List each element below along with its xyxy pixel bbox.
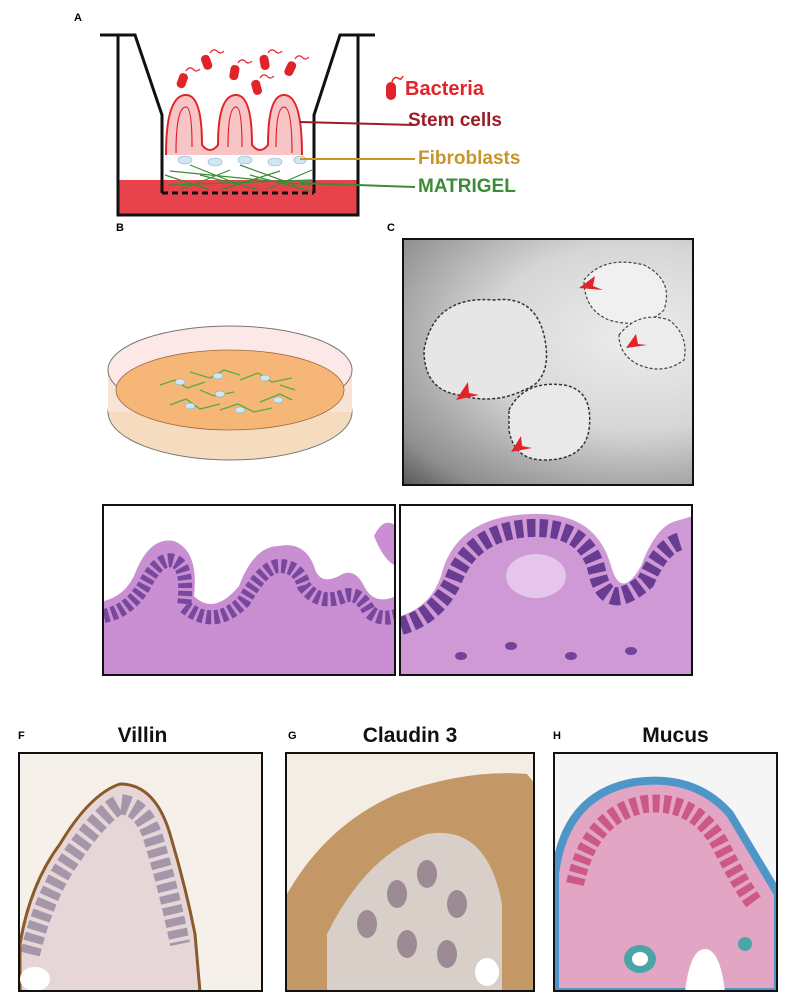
fibroblast-layer xyxy=(177,155,307,167)
insert-wall-right xyxy=(312,33,375,193)
villin-micrograph xyxy=(18,752,263,992)
red-arrows xyxy=(456,276,647,452)
claudin-micrograph xyxy=(285,752,535,992)
bacteria-flagella xyxy=(185,49,310,79)
panel-letter-b: B xyxy=(116,222,124,234)
he-tissue-e xyxy=(401,513,691,674)
panel-letter-a: A xyxy=(74,12,82,24)
culture-medium xyxy=(118,180,358,215)
stem-cell-villi xyxy=(165,93,303,156)
title-mucus: Mucus xyxy=(642,724,709,747)
insert-wall-left xyxy=(100,33,164,193)
label-matrigel: MATRIGEL xyxy=(418,176,516,197)
mucus-tissue xyxy=(555,776,776,990)
label-bacteria: Bacteria xyxy=(405,78,484,100)
he-micrograph-d xyxy=(102,504,396,676)
villin-tissue xyxy=(20,782,202,990)
claudin-tissue xyxy=(287,773,533,990)
title-claudin: Claudin 3 xyxy=(362,724,458,747)
schematic-leader-lines xyxy=(299,121,416,188)
leader-stem-cells xyxy=(299,121,416,126)
he-tissue-d xyxy=(104,522,394,674)
mucus-micrograph xyxy=(553,752,778,992)
panel-letter-c: C xyxy=(387,222,395,234)
outer-well xyxy=(116,35,360,217)
label-fibroblasts: Fibroblasts xyxy=(418,148,521,169)
brightfield-micrograph xyxy=(402,238,694,486)
he-micrograph-e xyxy=(399,504,693,676)
title-villin: Villin xyxy=(117,724,168,747)
panel-letter-h: H xyxy=(553,730,561,742)
dish-fibroblasts xyxy=(159,369,296,413)
leader-matrigel xyxy=(299,182,416,188)
dish-fibroblast-nuclei xyxy=(174,372,284,414)
matrigel-layer xyxy=(164,164,313,192)
bacteria-legend-icon xyxy=(386,75,404,100)
transwell-schematic xyxy=(100,33,375,217)
panel-letter-f: F xyxy=(18,730,25,742)
villi-inner-lines xyxy=(175,106,293,154)
petri-dish-illustration xyxy=(107,325,353,461)
brightfield-organoids xyxy=(423,261,686,461)
bacteria-cluster xyxy=(176,54,297,95)
panel-letter-g: G xyxy=(288,730,297,742)
dish-medium xyxy=(115,349,345,431)
label-stem-cells: Stem cells xyxy=(408,110,502,131)
